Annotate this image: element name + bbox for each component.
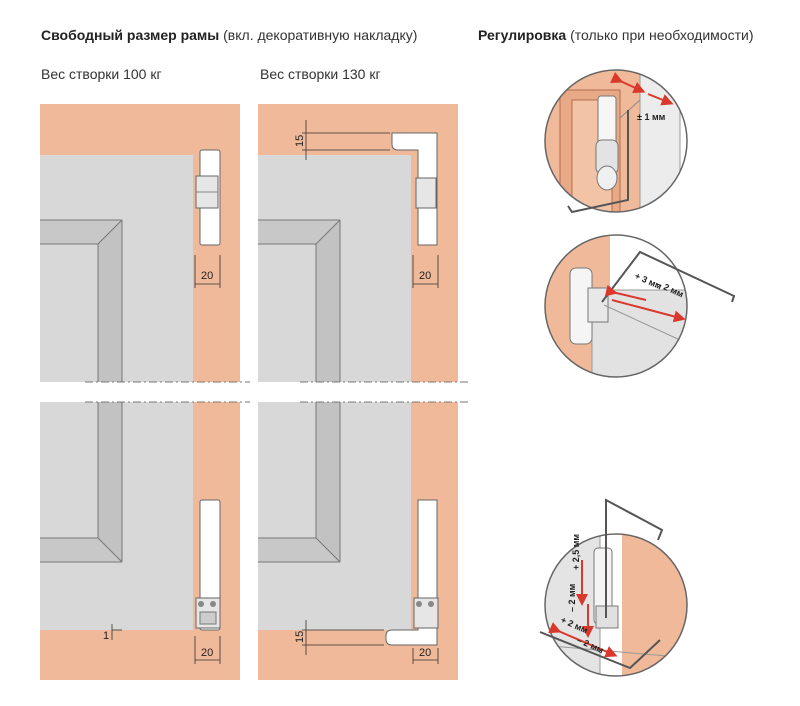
panel2-top-hinge [391,132,438,246]
panel2-top-dim: 20 [419,270,431,282]
adjust-detail-bottom: + 2,5 мм – 2 мм + 2 мм – 2 мм [539,498,688,677]
right-header-rest: (только при необходимости) [566,27,754,43]
panel1-weight-label: Вес створки 100 кг [41,66,162,82]
panel2-weight-label: Вес створки 130 кг [260,66,381,82]
panel1-gap-dim: 1 [103,630,109,642]
right-header: Регулировка (только при необходимости) [478,27,753,43]
left-header-rest: (вкл. декоративную накладку) [219,27,418,43]
panel1-sash-bevel-side [98,220,122,382]
adjust-bottom-label-down: – 2 мм [567,583,577,612]
left-header-bold: Свободный размер рамы [41,27,220,43]
panel2-offset-bottom: 15 [294,631,306,643]
right-header-bold: Регулировка [478,27,567,43]
left-header: Свободный размер рамы (вкл. декоративную… [41,27,417,43]
panel2-offset-top: 15 [294,135,306,147]
panel1-diagram: 20 1 20 [40,104,250,680]
adjust-detail-middle: + 3 мм – 2 мм [544,234,736,378]
adjust-detail-top: ± 1 мм [544,69,688,214]
panel2-bottom-dim: 20 [419,647,431,659]
panel1-bottom-dim: 20 [201,647,213,659]
panel2-diagram: 15 20 15 20 [258,104,468,680]
panel1-sash-bevel-top [40,220,122,244]
adjust-bottom-label-up: + 2,5 мм [571,534,581,570]
adjust-top-label: ± 1 мм [637,112,666,122]
panel1-top-dim: 20 [201,270,213,282]
